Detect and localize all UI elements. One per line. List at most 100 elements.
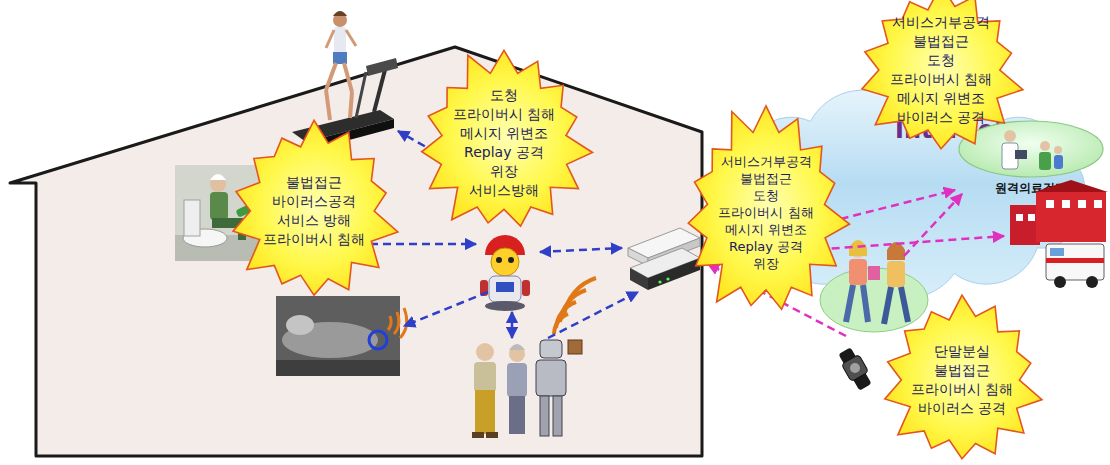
elderly-people: [507, 363, 527, 397]
threat-item: 바이러스 공격: [897, 108, 985, 127]
hospital-building: [1046, 200, 1054, 208]
home-gateway-device: [666, 277, 669, 280]
wearable-watch: [838, 347, 871, 390]
hospital-building: [1094, 200, 1102, 208]
threat-item: 불법접근: [740, 170, 792, 187]
elderly-people: [486, 432, 498, 438]
threat-item: 도청: [753, 187, 779, 204]
threat-item: 불법접근: [934, 361, 990, 380]
threat-item: 프라이버시 침해: [890, 70, 992, 89]
threat-burst-text-area: 불법접근바이러스공격서비스 방해프라이버시 침해: [226, 115, 402, 307]
wearable-watch: [841, 354, 868, 381]
threat-burst-shape: [885, 295, 1042, 459]
doctor-figure: [1054, 146, 1062, 154]
ambulance: [1046, 258, 1104, 263]
walking-women: [846, 285, 853, 322]
ambulance: [1054, 276, 1066, 288]
threat-item: 메시지 위변조: [725, 221, 807, 238]
doctor-figure: [1004, 130, 1016, 142]
home-robot: [508, 257, 514, 263]
walking-women: [849, 259, 867, 285]
threat-burst-text-area: 서비스거부공격불법접근도청프라이버시 침해메시지 위변조바이러스 공격: [855, 0, 1027, 160]
treadmill-illustration: [350, 92, 352, 118]
doctor-figure: [1054, 155, 1063, 169]
ambulance: [1046, 244, 1104, 288]
sleeping-person-photo: [286, 315, 314, 335]
sound-wave: [400, 308, 407, 338]
house-outline: [10, 47, 702, 456]
doctor-figure: [1015, 150, 1027, 159]
threat-item: 서비스 방해: [277, 211, 351, 230]
home-robot: [496, 257, 502, 263]
wireless-link-arrow: [511, 312, 514, 338]
treadmill-illustration: [366, 58, 398, 76]
wireless-link-arrow: [548, 292, 638, 338]
treadmill-illustration: [292, 11, 398, 151]
treadmill-illustration: [326, 63, 336, 90]
threat-item: Replay 공격: [464, 143, 544, 162]
bathroom-illustration: [210, 174, 226, 180]
treadmill-illustration: [334, 27, 346, 53]
threat-item: 바이러스공격: [272, 192, 356, 211]
sound-wave: [388, 316, 391, 330]
home-robot: [496, 282, 514, 292]
threat-item: 불법접근: [286, 173, 342, 192]
hospital-building: [1028, 214, 1035, 221]
ambulance: [1050, 248, 1064, 256]
hospital-building: [1078, 200, 1086, 208]
treadmill-illustration: [333, 11, 347, 16]
threat-burst: 서비스거부공격불법접근도청프라이버시 침해메시지 위변조Replay 공격위장: [680, 100, 852, 325]
threat-burst-shape: [422, 50, 593, 226]
home-gateway-device: [630, 268, 648, 290]
threat-item: 프라이버시 침해: [453, 105, 555, 124]
threat-item: 서비스방해: [469, 181, 539, 200]
threat-item: 프라이버시 침해: [911, 380, 1013, 399]
threat-item: 바이러스 공격: [918, 399, 1006, 418]
elderly-people: [475, 390, 495, 434]
elderly-people: [536, 360, 566, 396]
treadmill-illustration: [346, 30, 356, 46]
bathroom-illustration: [184, 200, 200, 236]
home-robot: [480, 235, 530, 311]
ambulance: [1086, 276, 1098, 288]
sleeping-person-photo: [276, 360, 400, 376]
elderly-people: [509, 396, 525, 434]
threat-burst: 단말분실불법접근프라이버시 침해바이러스 공격: [878, 290, 1046, 465]
wearable-watch: [838, 347, 871, 390]
elderly-people: [472, 340, 582, 438]
threat-item: 프라이버시 침해: [718, 204, 813, 221]
home-robot: [485, 301, 525, 311]
threat-burst-outline: [413, 45, 595, 240]
treadmill-illustration: [326, 90, 330, 120]
treadmill-illustration: [326, 30, 334, 48]
treadmill-illustration: [333, 52, 347, 64]
hospital-building: [1010, 205, 1040, 245]
home-robot: [489, 276, 521, 302]
house-outline: [10, 47, 702, 456]
threat-burst-shape: [233, 120, 398, 295]
hospital-building: [1036, 192, 1106, 242]
treadmill-illustration: [344, 63, 352, 92]
doctor-figure: [1039, 152, 1051, 170]
elderly-people: [540, 340, 562, 358]
home-gateway-device: [648, 258, 700, 290]
threat-item: 도청: [490, 86, 518, 105]
threat-item: 메시지 위변조: [897, 89, 985, 108]
treadmill-illustration: [356, 72, 366, 118]
hospital-building: [1016, 214, 1023, 221]
walking-women: [887, 261, 905, 287]
home-gateway-device: [628, 228, 700, 290]
threat-item: Replay 공격: [729, 238, 803, 255]
wearable-watch: [850, 363, 860, 373]
walking-women: [863, 285, 868, 322]
walking-women: [868, 266, 880, 280]
elderly-people: [472, 432, 484, 438]
remote-care-ellipse-shape: [959, 121, 1103, 177]
home-robot: [491, 248, 519, 276]
walking-women: [901, 287, 908, 322]
elderly-people: [476, 343, 494, 361]
elderly-people: [553, 396, 562, 436]
elderly-people: [474, 362, 496, 392]
threat-burst: 도청프라이버시 침해메시지 위변조Replay 공격위장서비스방해: [413, 45, 595, 240]
elderly-people: [540, 396, 549, 436]
